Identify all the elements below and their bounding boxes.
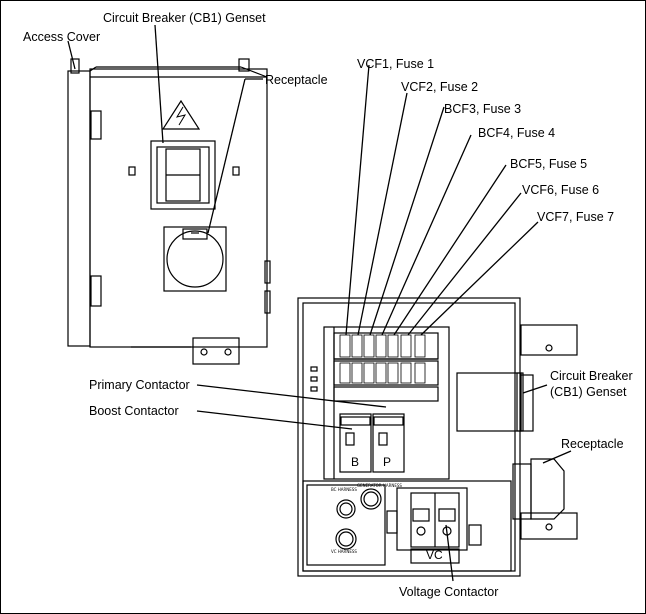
label-cb1-genset-top: Circuit Breaker (CB1) Genset xyxy=(103,11,266,25)
vc-harness-label: VC HARNESS xyxy=(331,549,357,554)
label-bcf3: BCF3, Fuse 3 xyxy=(444,102,522,116)
boost-mark: B xyxy=(351,455,359,469)
fuse-7 xyxy=(414,334,426,358)
label-vcf7: VCF7, Fuse 7 xyxy=(537,210,615,224)
label-vcf1: VCF1, Fuse 1 xyxy=(357,57,435,71)
label-bcf4: BCF4, Fuse 4 xyxy=(478,126,556,140)
fuse-1 xyxy=(339,334,351,358)
label-cb1-right-line2: (CB1) Genset xyxy=(550,385,627,399)
label-primary-contactor: Primary Contactor xyxy=(89,378,190,392)
fuse-3 xyxy=(363,334,375,358)
label-cb1-right-line1: Circuit Breaker xyxy=(550,369,633,383)
label-receptacle-right: Receptacle xyxy=(561,437,624,451)
fuse-4 xyxy=(375,334,387,358)
boost-contactor-drawing xyxy=(339,413,372,473)
voltage-mark: VC xyxy=(426,548,443,562)
label-access-cover: Access Cover xyxy=(23,30,101,44)
fuses xyxy=(339,334,426,384)
primary-contactor-drawing xyxy=(372,413,405,473)
primary-mark: P xyxy=(383,455,391,469)
left-enclosure xyxy=(67,58,271,365)
label-boost-contactor: Boost Contactor xyxy=(89,404,179,418)
bc-harness-label: BC HARNESS xyxy=(331,487,357,492)
label-receptacle-top: Receptacle xyxy=(265,73,328,87)
label-vcf6: VCF6, Fuse 6 xyxy=(522,183,600,197)
label-bcf5: BCF5, Fuse 5 xyxy=(510,157,588,171)
fuse-2 xyxy=(351,334,363,358)
generator-harness-label: GENERATOR HARNESS xyxy=(357,483,402,488)
voltage-contactor-drawing xyxy=(386,487,482,564)
right-enclosure xyxy=(297,297,578,577)
fuse-5 xyxy=(387,334,399,358)
fuse-6 xyxy=(400,334,412,358)
fuse-block xyxy=(333,332,439,402)
label-voltage-contactor: Voltage Contactor xyxy=(399,585,499,599)
leader-lines xyxy=(67,24,572,582)
label-vcf2: VCF2, Fuse 2 xyxy=(401,80,479,94)
